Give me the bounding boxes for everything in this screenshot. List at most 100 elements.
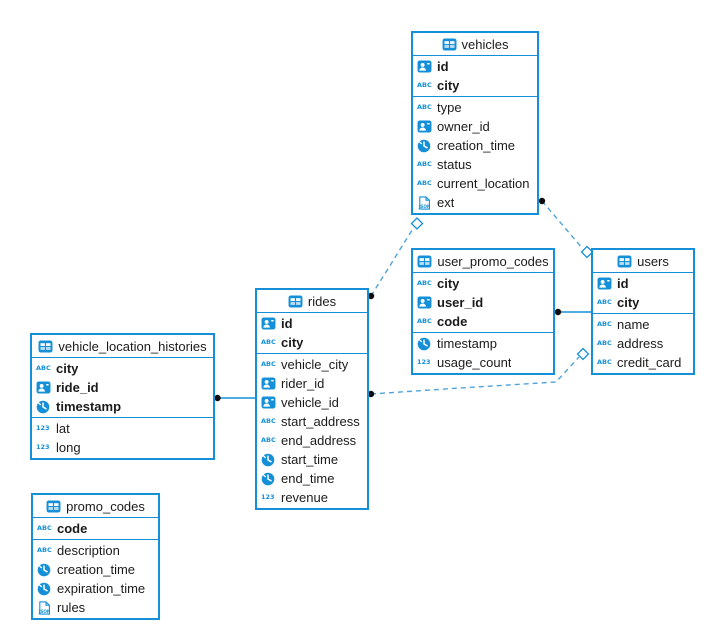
column-row[interactable]: rider_id <box>257 374 367 393</box>
table-title: rides <box>307 293 337 309</box>
table-users[interactable]: users id ABC city ABC name ABC address A… <box>591 248 695 375</box>
column-name: city <box>56 361 79 376</box>
table-user_promo_codes[interactable]: user_promo_codes ABC city user_id ABC co… <box>411 248 555 375</box>
column-name: id <box>617 276 629 291</box>
table-rides[interactable]: rides id ABC city ABC vehicle_city rider… <box>255 288 369 510</box>
table-header[interactable]: vehicles <box>413 33 537 56</box>
column-row[interactable]: creation_time <box>413 136 537 155</box>
primary-key-section: id ABC city <box>593 273 693 313</box>
column-name: creation_time <box>57 562 136 577</box>
column-name: timestamp <box>437 336 497 351</box>
relation-dot <box>554 308 562 316</box>
column-name: ext <box>437 195 455 210</box>
relation-rides-users[interactable] <box>367 347 590 398</box>
column-row[interactable]: ABC name <box>593 315 693 334</box>
number-icon: 123 <box>36 424 50 433</box>
table-header[interactable]: user_promo_codes <box>413 250 553 273</box>
columns-section: ABC name ABC address ABC credit_card <box>593 313 693 373</box>
column-name: creation_time <box>437 138 516 153</box>
abc-icon: ABC <box>417 103 432 112</box>
table-header[interactable]: users <box>593 250 693 273</box>
column-row[interactable]: ABC end_address <box>257 431 367 450</box>
column-row[interactable]: ABC description <box>33 541 158 560</box>
column-row[interactable]: 123 long <box>32 438 213 457</box>
column-row[interactable]: timestamp <box>32 397 213 416</box>
column-row[interactable]: owner_id <box>413 117 537 136</box>
column-row[interactable]: end_time <box>257 469 367 488</box>
table-title: user_promo_codes <box>437 253 549 269</box>
column-row[interactable]: ABC credit_card <box>593 353 693 372</box>
column-name: address <box>617 336 664 351</box>
primary-key-section: ABC city ride_id timestamp <box>32 358 213 417</box>
column-row[interactable]: ABC start_address <box>257 412 367 431</box>
clock-icon <box>37 582 53 596</box>
table-title: users <box>637 253 669 269</box>
column-row[interactable]: ABC status <box>413 155 537 174</box>
column-row[interactable]: 123 usage_count <box>413 353 553 372</box>
table-icon <box>417 255 432 268</box>
column-row[interactable]: id <box>593 274 693 293</box>
column-row[interactable]: rules <box>33 598 158 617</box>
relation-user_promo_codes-users[interactable] <box>554 308 592 316</box>
abc-icon: ABC <box>417 81 432 90</box>
column-name: revenue <box>281 490 328 505</box>
column-row[interactable]: ABC city <box>593 293 693 312</box>
column-name: city <box>437 276 460 291</box>
abc-icon: ABC <box>261 360 276 369</box>
column-row[interactable]: expiration_time <box>33 579 158 598</box>
table-promo_codes[interactable]: promo_codes ABC code ABC description cre… <box>31 493 160 620</box>
abc-icon: ABC <box>261 417 276 426</box>
table-header[interactable]: vehicle_location_histories <box>32 335 213 358</box>
column-row[interactable]: ABC city <box>413 274 553 293</box>
column-row[interactable]: ABC address <box>593 334 693 353</box>
column-name: city <box>617 295 640 310</box>
abc-icon: ABC <box>37 546 52 555</box>
relation-dot <box>538 197 546 205</box>
column-row[interactable]: ABC type <box>413 98 537 117</box>
column-row[interactable]: ride_id <box>32 378 213 397</box>
column-name: usage_count <box>437 355 512 370</box>
table-vehicles[interactable]: vehicles id ABC city ABC type owner_id c… <box>411 31 539 215</box>
column-row[interactable]: id <box>413 57 537 76</box>
table-title: vehicle_location_histories <box>58 338 207 354</box>
column-name: current_location <box>437 176 530 191</box>
relation-vehicle_location_histories-rides[interactable] <box>214 394 256 402</box>
column-row[interactable]: ABC city <box>257 333 367 352</box>
relation-rides-vehicles[interactable] <box>367 217 424 300</box>
primary-key-section: id ABC city <box>257 313 367 353</box>
number-icon: 123 <box>417 358 431 367</box>
column-row[interactable]: ABC vehicle_city <box>257 355 367 374</box>
column-row[interactable]: timestamp <box>413 334 553 353</box>
column-row[interactable]: vehicle_id <box>257 393 367 412</box>
column-name: rules <box>57 600 86 615</box>
columns-section: ABC type owner_id creation_time ABC stat… <box>413 96 537 213</box>
column-row[interactable]: start_time <box>257 450 367 469</box>
relation-diamond <box>410 217 424 230</box>
relation-vehicles-users[interactable] <box>538 197 594 259</box>
table-vehicle_location_histories[interactable]: vehicle_location_histories ABC city ride… <box>30 333 215 460</box>
column-name: status <box>437 157 472 172</box>
column-name: end_address <box>281 433 357 448</box>
primary-key-section: ABC city user_id ABC code <box>413 273 553 332</box>
table-icon <box>46 500 61 513</box>
column-row[interactable]: id <box>257 314 367 333</box>
relation-diamond <box>576 347 590 361</box>
clock-icon <box>417 337 433 351</box>
column-row[interactable]: 123 revenue <box>257 488 367 507</box>
column-row[interactable]: ext <box>413 193 537 212</box>
column-row[interactable]: user_id <box>413 293 553 312</box>
column-row[interactable]: 123 lat <box>32 419 213 438</box>
columns-section: 123 lat 123 long <box>32 417 213 458</box>
column-row[interactable]: ABC city <box>32 359 213 378</box>
column-row[interactable]: ABC code <box>413 312 553 331</box>
column-row[interactable]: ABC current_location <box>413 174 537 193</box>
table-header[interactable]: rides <box>257 290 367 313</box>
column-row[interactable]: creation_time <box>33 560 158 579</box>
column-name: ride_id <box>56 380 99 395</box>
columns-section: ABC description creation_time expiration… <box>33 539 158 618</box>
clock-icon <box>37 563 53 577</box>
column-row[interactable]: ABC city <box>413 76 537 95</box>
table-header[interactable]: promo_codes <box>33 495 158 518</box>
column-row[interactable]: ABC code <box>33 519 158 538</box>
